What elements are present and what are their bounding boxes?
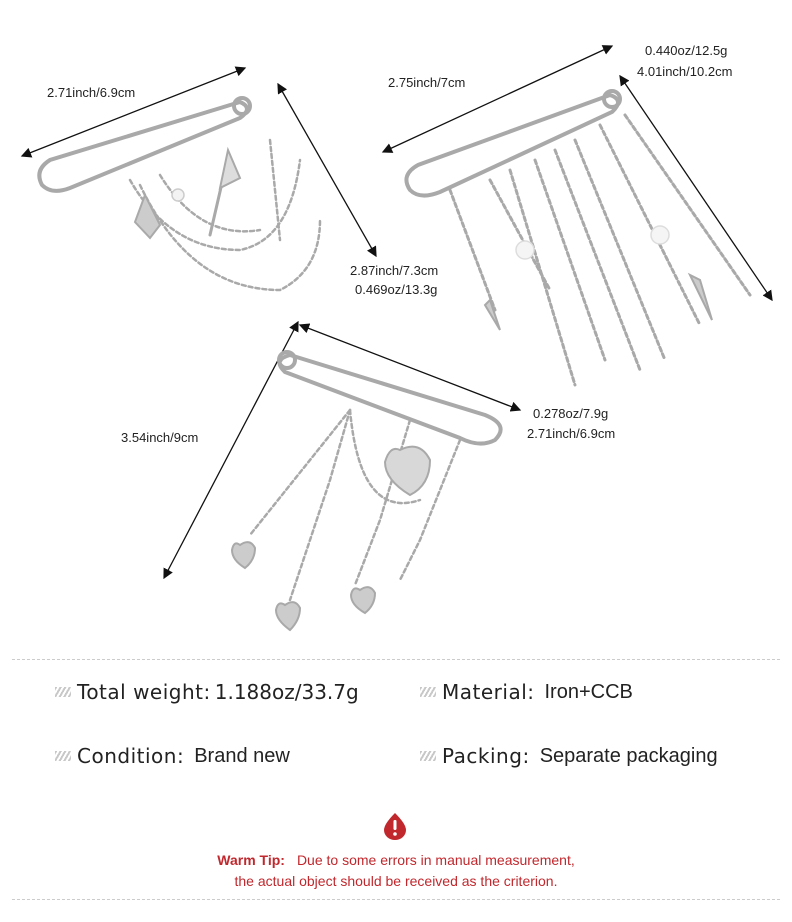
brooch-2-height: 4.01inch/10.2cm (637, 64, 733, 79)
brooch-2 (404, 89, 752, 387)
brooch-3-width: 2.71inch/6.9cm (527, 426, 616, 441)
spec-material: Material:Iron+CCB (420, 680, 633, 704)
stripe-icon (420, 751, 436, 761)
bottom-divider (12, 899, 780, 900)
brooch-1-weight: 0.469oz/13.3g (355, 282, 438, 297)
warning-icon (384, 813, 406, 840)
brooch-1 (37, 96, 322, 292)
stripe-icon (420, 687, 436, 697)
brooch-3 (230, 350, 503, 632)
brooch-1-height: 2.87inch/7.3cm (350, 263, 439, 278)
warm-tip-line-2: the actual object should be received as … (234, 873, 558, 889)
stripe-icon (55, 751, 71, 761)
brooch-3-height: 3.54inch/9cm (121, 430, 199, 445)
measurement-arrows (20, 45, 773, 580)
stripe-icon (55, 687, 71, 697)
divider (12, 659, 780, 660)
brooch-2-width: 2.75inch/7cm (388, 75, 466, 90)
brooch-3-weight: 0.278oz/7.9g (533, 406, 609, 421)
spec-total-weight: Total weight:1.188oz/33.7g (55, 680, 359, 704)
warm-tip-line-1: Warm Tip:Due to some errors in manual me… (217, 852, 575, 868)
spec-packing: Packing:Separate packaging (420, 744, 718, 768)
brooch-illustrations (20, 45, 773, 632)
spec-condition: Condition:Brand new (55, 744, 290, 768)
brooch-2-weight: 0.440oz/12.5g (645, 43, 728, 58)
brooch-1-width: 2.71inch/6.9cm (47, 85, 136, 100)
warm-tip-title: Warm Tip: (217, 852, 285, 868)
